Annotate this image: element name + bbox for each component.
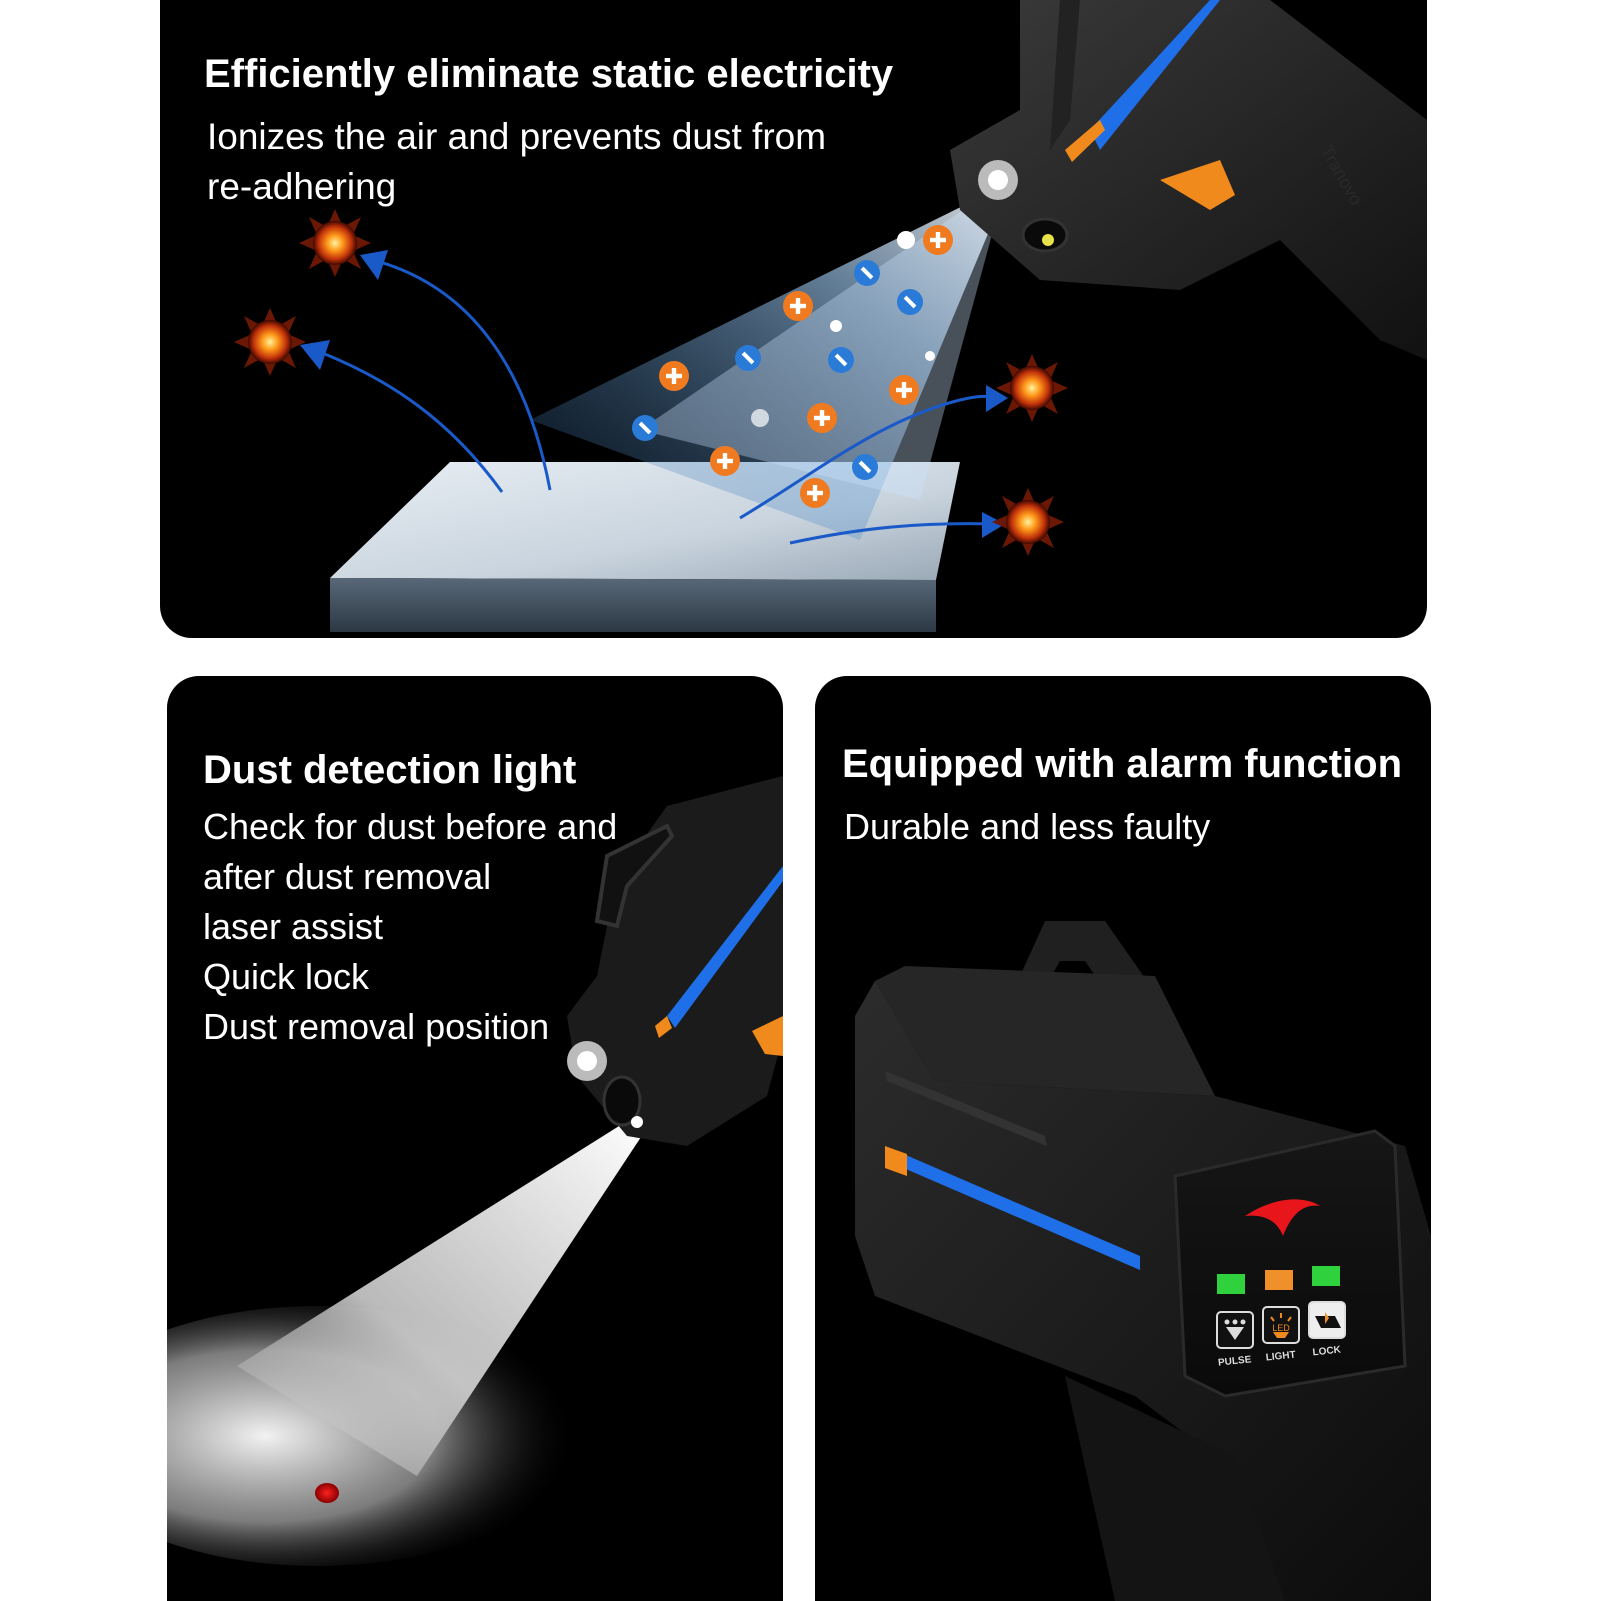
dust-detection-panel: Dust detection light Check for dust befo… (167, 676, 783, 1601)
pulse-icon (1224, 1319, 1246, 1340)
dust-detection-line-1: Check for dust before and (203, 806, 618, 847)
lock-button-label: LOCK (1312, 1344, 1342, 1358)
dust-detection-line-2: after dust removal (203, 856, 492, 897)
svg-text:LED: LED (1272, 1323, 1290, 1333)
green-led (1217, 1274, 1245, 1294)
alarm-device-body: LED PULSE LIGHT LOCK (855, 921, 1431, 1601)
ion-gun-top: Tranovo (950, 0, 1427, 360)
alarm-function-panel: LED PULSE LIGHT LOCK Equipped with alarm… (815, 676, 1431, 1601)
top-panel: Tranovo (160, 0, 1427, 638)
top-description-line-1: Ionizes the air and prevents dust from (207, 116, 827, 157)
ion-gun-side (567, 776, 783, 1146)
pulse-button-label: PULSE (1218, 1354, 1253, 1368)
static-elimination-illustration: Tranovo (234, 0, 1427, 632)
alarm-description: Durable and less faulty (844, 806, 1211, 847)
dust-detection-line-4: Quick lock (203, 956, 370, 997)
dust-detection-line-5: Dust removal position (203, 1006, 550, 1047)
green-led (1312, 1266, 1340, 1286)
red-swoosh-logo-icon (1245, 1199, 1320, 1236)
orange-led (1265, 1270, 1293, 1290)
top-title: Efficiently eliminate static electricity (204, 52, 894, 96)
light-button-label: LIGHT (1265, 1349, 1296, 1363)
alarm-device-illustration: LED PULSE LIGHT LOCK (855, 921, 1431, 1601)
dust-detection-line-3: laser assist (203, 906, 384, 947)
dust-detection-title: Dust detection light (203, 748, 577, 792)
led-light-icon: LED (1270, 1313, 1292, 1338)
lock-icon (1315, 1312, 1341, 1328)
dust-repel-arrows (319, 260, 1001, 545)
dust-detection-illustration (167, 776, 783, 1566)
top-description-line-2: re-adhering (207, 166, 397, 207)
alarm-title: Equipped with alarm function (842, 742, 1402, 786)
